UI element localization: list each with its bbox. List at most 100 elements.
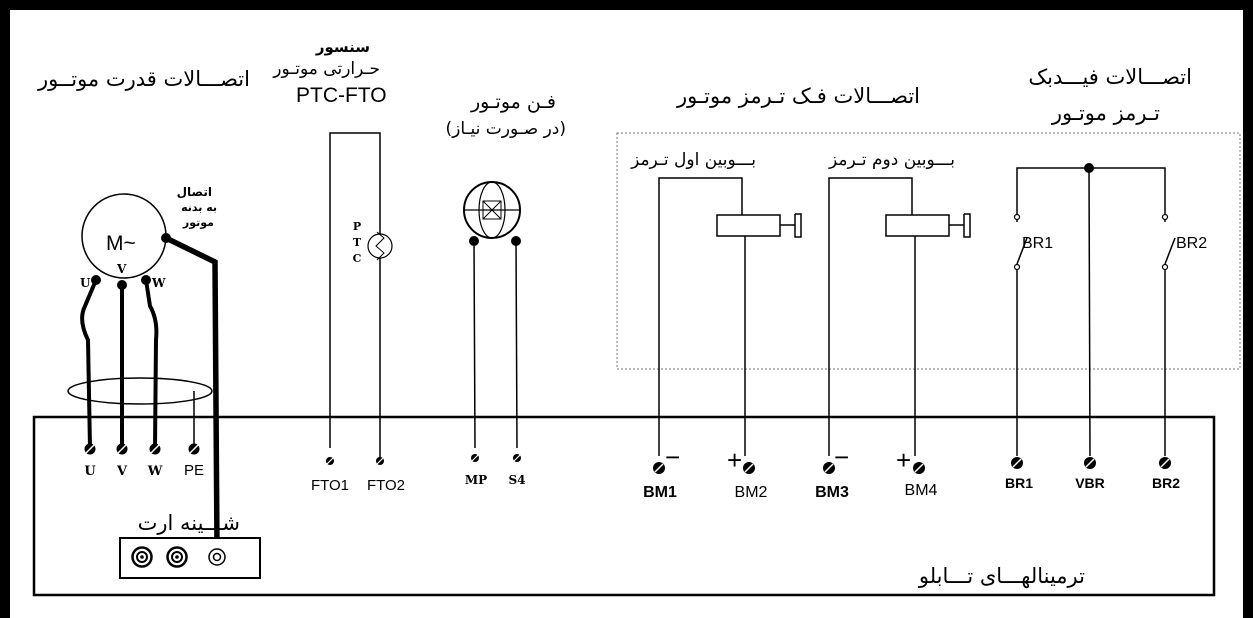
screw-pe	[188, 443, 200, 455]
earth-bar-section: شـــینه ارت	[119, 511, 261, 579]
ptc-letter-t: T	[353, 236, 362, 249]
terminal-panel-box	[32, 415, 1216, 597]
terminal-label-br2: BR2	[1152, 475, 1180, 491]
ptc-sensor-section: P T C	[329, 132, 393, 460]
heading-fan-2: (در صـورت نیـاز)	[445, 119, 566, 139]
brake-dotted-box	[616, 132, 1241, 370]
fan-node-1	[469, 236, 479, 246]
heading-sensor-2: حـرارتی موتـور	[272, 59, 380, 79]
screw-fto1	[326, 457, 334, 465]
earth-terminal-2	[166, 546, 188, 568]
coil2-plunger-head	[963, 213, 971, 238]
feedback-node	[1084, 163, 1094, 173]
feedback-switches-section: BR1 BR2	[1013, 163, 1207, 457]
terminal-label-u: U	[84, 464, 96, 479]
ptc-wire	[329, 132, 381, 460]
screw-v	[116, 443, 128, 455]
screw-bm3	[823, 462, 835, 474]
terminal-screws	[84, 443, 1171, 474]
br2-switch-label: BR2	[1176, 235, 1207, 252]
br2-contact-top	[1161, 213, 1169, 221]
terminal-label-vbr: VBR	[1075, 475, 1105, 491]
terminal-label-s4: S4	[508, 473, 525, 487]
earth-terminal-1	[131, 546, 153, 568]
earth-terminal-3	[208, 548, 226, 566]
feedback-wire	[1016, 167, 1166, 456]
screw-bm4	[913, 462, 925, 474]
ptc-letter-p: P	[353, 220, 361, 233]
screw-u	[84, 443, 96, 455]
motor-pin-w: W	[151, 276, 166, 290]
coil1-plunger-head	[794, 213, 802, 238]
heading-power: اتصـــالات قدرت موتــور	[37, 67, 250, 91]
heading-feedback-2: تـرمز موتـور	[1051, 101, 1160, 125]
screw-bm1	[653, 462, 665, 474]
br2-switch-blade	[1164, 237, 1176, 265]
motor-node-u	[91, 275, 101, 285]
terminal-label-w: W	[147, 464, 163, 479]
wire-w	[144, 279, 159, 449]
screw-s4	[513, 454, 521, 462]
ground-label-3: موتور	[182, 216, 214, 229]
terminal-label-bm2: BM2	[735, 484, 768, 501]
br1-switch-blade	[1016, 237, 1028, 265]
polarity-plus-bm4: +	[896, 445, 911, 475]
screw-mp	[471, 454, 479, 462]
terminal-label-bm3: BM3	[815, 484, 849, 501]
motor-node-ground	[161, 233, 171, 243]
terminal-label-pe: PE	[184, 462, 204, 479]
earth-bar-label: شـــینه ارت	[138, 511, 240, 535]
terminal-label-br1: BR1	[1005, 475, 1033, 491]
screw-bm2	[743, 462, 755, 474]
polarity-minus-bm3: −	[834, 442, 849, 472]
motor-power-section: M~ اتصال به بدنه موتور U V W	[67, 185, 220, 550]
fan-wire-mp	[473, 240, 476, 449]
terminal-label-v: V	[116, 464, 128, 479]
wire-u	[80, 279, 98, 449]
br1-switch-label: BR1	[1022, 235, 1053, 252]
fan-node-2	[511, 236, 521, 246]
ptc-resistor-zigzag	[375, 231, 385, 261]
screw-fto2	[376, 457, 384, 465]
motor-node-v	[117, 280, 127, 290]
wire-ground	[164, 235, 220, 550]
motor-pin-v: V	[116, 262, 127, 276]
polarity-plus-bm2: +	[727, 445, 742, 475]
terminal-label-bm1: BM1	[643, 484, 677, 501]
ground-label-2: به بدنه	[181, 201, 217, 214]
terminal-label-mp: MP	[465, 473, 487, 487]
heading-fan-1: فـن موتـور	[470, 91, 556, 113]
fan-section	[463, 181, 521, 449]
br2-contact-bottom	[1161, 263, 1169, 271]
motor-node-w	[141, 275, 151, 285]
heading-sensor-model: PTC-FTO	[296, 84, 387, 107]
heading-sensor-1: سنسور	[315, 38, 370, 56]
terminal-label-fto1: FTO1	[311, 477, 349, 494]
coil2-body	[885, 214, 950, 237]
fan-x-2	[482, 200, 502, 220]
heading-feedback-1: اتصـــالات فیـــدبک	[1028, 65, 1192, 89]
brake-coils-section: بـــوبین اول تـرمز بـــوبین دوم تـرمز	[630, 150, 971, 456]
screw-w	[149, 443, 161, 455]
coil-second-label: بـــوبین دوم تـرمز	[828, 150, 955, 170]
terminal-label-bm4: BM4	[905, 482, 938, 499]
ground-label-1: اتصال	[177, 185, 212, 199]
cable-shield-ellipse	[67, 377, 213, 405]
ptc-letter-c: C	[353, 252, 362, 265]
screw-br1	[1011, 457, 1023, 469]
coil2-wire-top	[828, 177, 913, 456]
coil-first-label: بـــوبین اول تـرمز	[630, 150, 756, 170]
feedback-wire-vbr	[1088, 167, 1091, 457]
fan-center-box	[482, 200, 502, 220]
br1-contact-top	[1013, 213, 1021, 221]
screw-br2	[1159, 457, 1171, 469]
coil1-wire-top	[658, 177, 743, 456]
motor-pin-u: U	[80, 276, 91, 290]
polarity-minus-bm1: −	[665, 442, 680, 472]
fan-wire-s4	[515, 240, 518, 449]
br1-contact-bottom	[1013, 263, 1021, 271]
panel-caption: ترمینالهـــای تـــابلو	[918, 564, 1085, 588]
terminal-label-fto2: FTO2	[367, 477, 405, 494]
heading-brake: اتصـــالات فـک تـرمز موتـور	[676, 84, 920, 108]
